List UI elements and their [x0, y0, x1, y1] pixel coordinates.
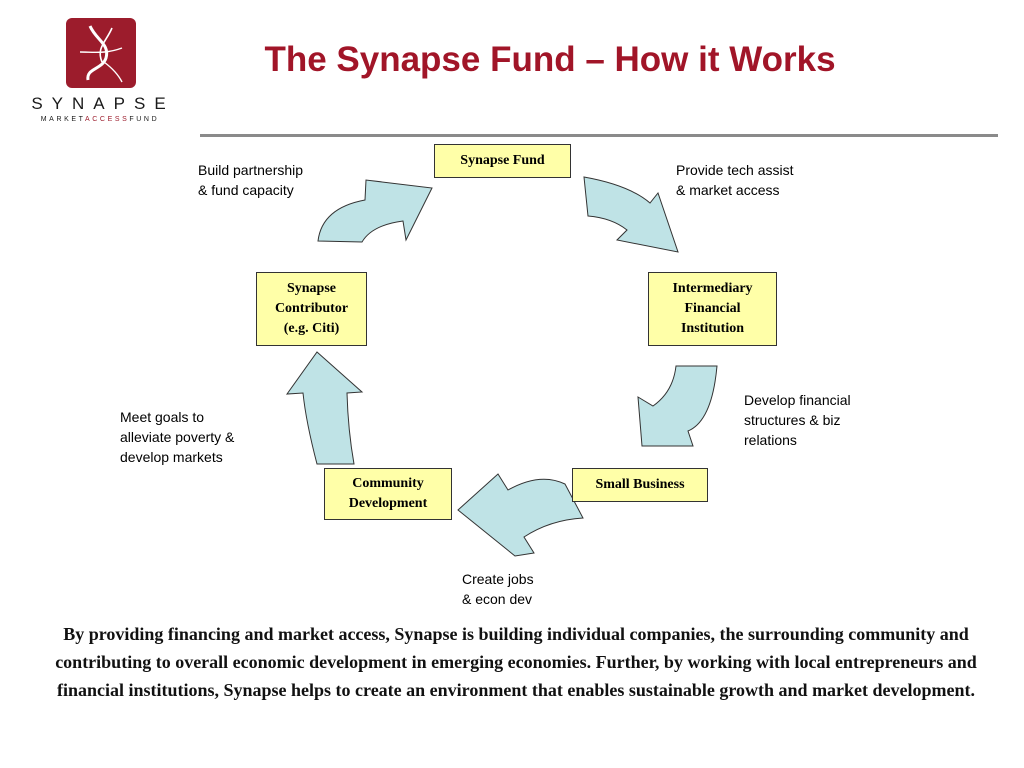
- description-paragraph: By providing financing and market access…: [55, 624, 977, 700]
- label-meet-goals: Meet goals to alleviate poverty & develo…: [120, 409, 235, 465]
- arrow-fund-to-intermediary: [583, 176, 679, 253]
- node-synapse-contributor: Synapse Contributor (e.g. Citi): [256, 272, 367, 346]
- arrow-community-to-contributor: [285, 351, 364, 465]
- logo-sub-fund: FUND: [129, 116, 160, 123]
- logo-subline: MARKETACCESSFUND: [14, 116, 186, 123]
- node-intermediary-financial-institution: Intermediary Financial Institution: [648, 272, 777, 346]
- node-small-business: Small Business: [572, 468, 708, 502]
- label-build-partnership: Build partnership & fund capacity: [198, 162, 304, 198]
- synapse-logo: SYNAPSE MARKETACCESSFUND: [14, 14, 186, 124]
- node-synapse-fund: Synapse Fund: [434, 144, 571, 178]
- logo-sub-access: ACCESS: [85, 116, 130, 123]
- label-provide-tech-assist: Provide tech assist & market access: [676, 162, 794, 198]
- label-develop-financial-structures: Develop financial structures & biz relat…: [744, 392, 851, 448]
- logo-sub-market: MARKET: [40, 116, 85, 123]
- logo-wordmark: SYNAPSE: [31, 94, 175, 113]
- title-divider: [200, 134, 998, 137]
- synapse-logo-mark-icon: [66, 18, 136, 88]
- label-create-jobs: Create jobs & econ dev: [462, 571, 534, 607]
- arrow-business-to-community: [457, 473, 584, 557]
- arrow-contributor-to-fund: [317, 179, 433, 243]
- page-title: The Synapse Fund – How it Works: [264, 40, 836, 79]
- arrow-intermediary-to-business: [637, 365, 718, 447]
- node-community-development: Community Development: [324, 468, 452, 520]
